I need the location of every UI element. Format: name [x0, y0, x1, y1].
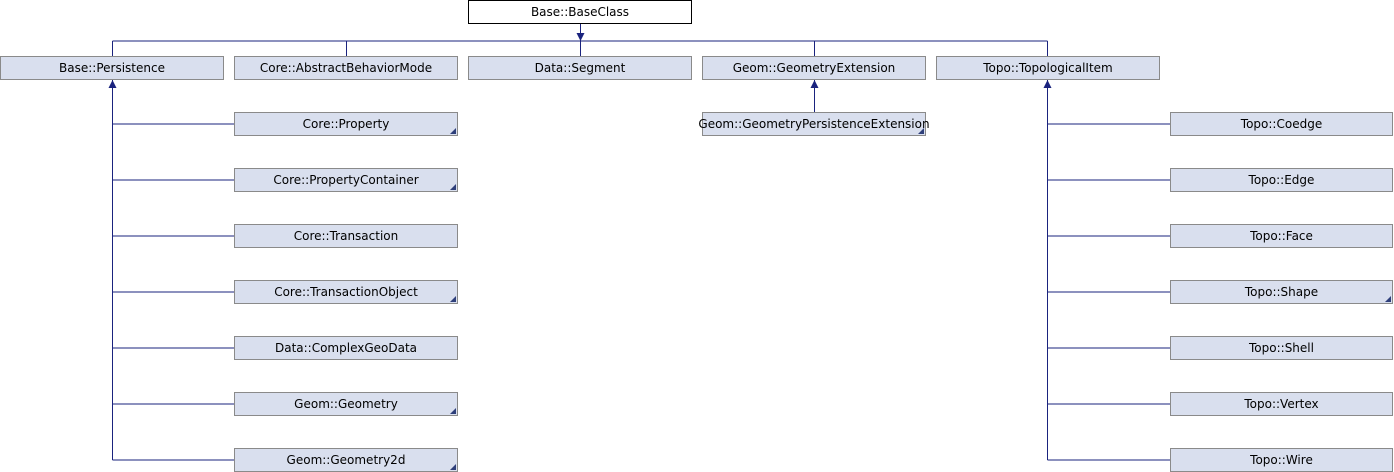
node-label: Base::BaseClass: [530, 5, 630, 19]
node-topo-topologicalitem[interactable]: Topo::TopologicalItem: [936, 56, 1160, 80]
node-label: Topo::Wire: [1250, 453, 1313, 467]
has-children-marker-icon: [450, 128, 456, 134]
node-label: Core::Transaction: [293, 229, 399, 243]
node-topo-wire[interactable]: Topo::Wire: [1170, 448, 1393, 472]
node-topo-face[interactable]: Topo::Face: [1170, 224, 1393, 248]
has-children-marker-icon: [450, 408, 456, 414]
node-geom-geometry[interactable]: Geom::Geometry: [234, 392, 458, 416]
node-core-abstractbehaviormode[interactable]: Core::AbstractBehaviorMode: [234, 56, 458, 80]
node-data-segment[interactable]: Data::Segment: [468, 56, 692, 80]
node-label: Core::AbstractBehaviorMode: [259, 61, 433, 75]
node-label: Geom::GeometryExtension: [732, 61, 896, 75]
node-label: Geom::Geometry2d: [286, 453, 406, 467]
has-children-marker-icon: [450, 464, 456, 470]
node-topo-coedge[interactable]: Topo::Coedge: [1170, 112, 1393, 136]
node-base-persistence[interactable]: Base::Persistence: [0, 56, 224, 80]
node-geom-geometry2d[interactable]: Geom::Geometry2d: [234, 448, 458, 472]
node-geom-geometryextension[interactable]: Geom::GeometryExtension: [702, 56, 926, 80]
has-children-marker-icon: [450, 184, 456, 190]
node-label: Data::Segment: [534, 61, 626, 75]
has-children-marker-icon: [918, 128, 924, 134]
node-core-propertycontainer[interactable]: Core::PropertyContainer: [234, 168, 458, 192]
node-topo-vertex[interactable]: Topo::Vertex: [1170, 392, 1393, 416]
node-label: Base::Persistence: [59, 61, 165, 75]
node-topo-shape[interactable]: Topo::Shape: [1170, 280, 1393, 304]
node-label: Core::TransactionObject: [274, 285, 418, 299]
node-label: Topo::Shape: [1244, 285, 1319, 299]
node-label: Topo::Coedge: [1240, 117, 1323, 131]
node-topo-edge[interactable]: Topo::Edge: [1170, 168, 1393, 192]
node-label: Topo::Face: [1250, 229, 1313, 243]
node-data-complexgeodata[interactable]: Data::ComplexGeoData: [234, 336, 458, 360]
node-base-baseclass: Base::BaseClass: [468, 0, 692, 24]
node-geom-geometrypersistenceextension[interactable]: Geom::GeometryPersistenceExtension: [698, 112, 930, 136]
node-label: Geom::GeometryPersistenceExtension: [698, 117, 930, 131]
has-children-marker-icon: [1385, 296, 1391, 302]
node-label: Topo::Edge: [1248, 173, 1315, 187]
node-label: Topo::Vertex: [1244, 397, 1319, 411]
node-core-property[interactable]: Core::Property: [234, 112, 458, 136]
node-label: Topo::TopologicalItem: [983, 61, 1113, 75]
node-label: Geom::Geometry: [294, 397, 398, 411]
node-label: Core::PropertyContainer: [273, 173, 419, 187]
node-core-transactionobject[interactable]: Core::TransactionObject: [234, 280, 458, 304]
node-label: Core::Property: [302, 117, 390, 131]
has-children-marker-icon: [450, 296, 456, 302]
node-topo-shell[interactable]: Topo::Shell: [1170, 336, 1393, 360]
node-label: Topo::Shell: [1249, 341, 1314, 355]
node-label: Data::ComplexGeoData: [274, 341, 418, 355]
node-core-transaction[interactable]: Core::Transaction: [234, 224, 458, 248]
